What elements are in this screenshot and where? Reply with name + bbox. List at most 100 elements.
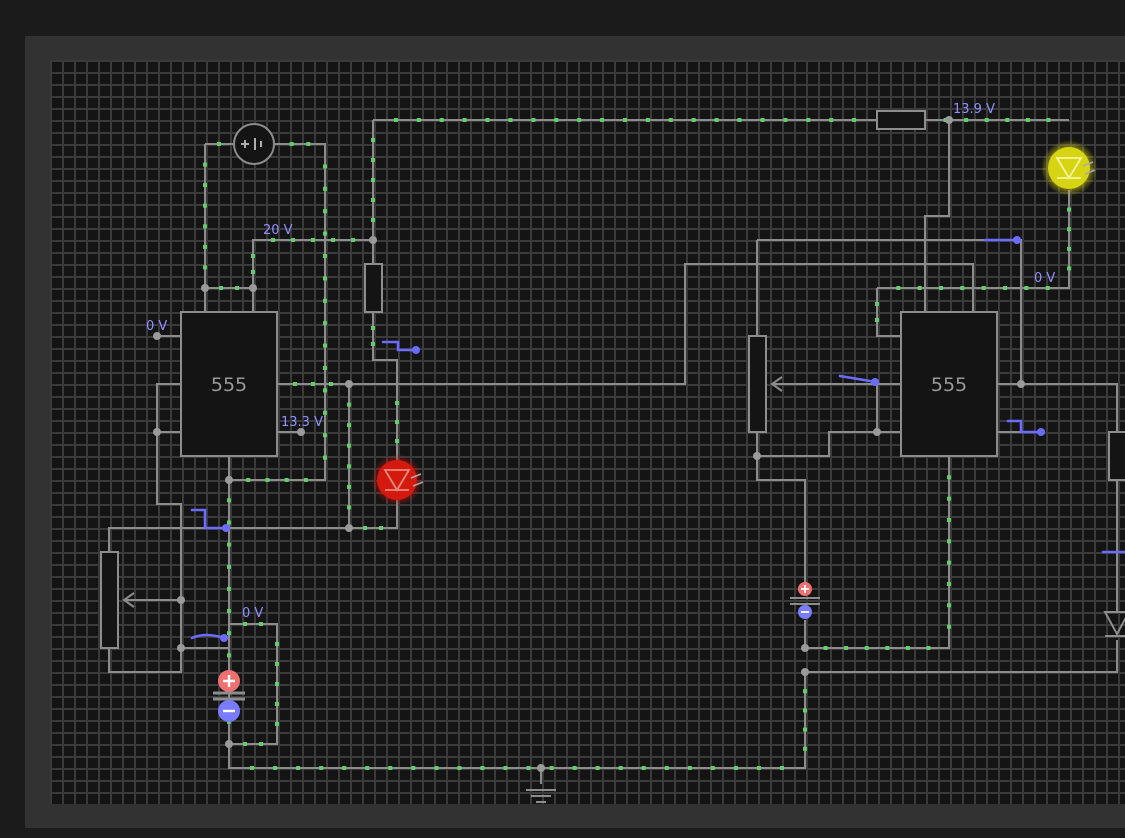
current-dot	[395, 420, 399, 424]
current-dot	[1005, 118, 1010, 122]
current-dot	[549, 766, 554, 770]
current-dot	[531, 118, 536, 122]
current-dot	[271, 238, 275, 242]
voltage-label-top-right: 13.9 V	[953, 102, 995, 117]
current-dot	[733, 766, 738, 770]
capacitor-right[interactable]	[790, 582, 820, 619]
current-dot	[347, 464, 351, 469]
current-dot	[572, 766, 577, 770]
current-dot	[803, 746, 807, 751]
current-dot	[668, 118, 673, 122]
current-dot	[323, 388, 327, 393]
current-dot	[203, 203, 207, 208]
current-dot	[323, 164, 327, 169]
resistor-left[interactable]	[364, 263, 383, 313]
current-dot	[756, 766, 761, 770]
current-dot	[323, 433, 327, 438]
current-dot	[347, 484, 351, 489]
current-dot	[365, 766, 370, 770]
current-dot	[203, 265, 207, 270]
switch-2[interactable]	[190, 508, 228, 530]
current-dot	[323, 186, 327, 191]
current-dot	[1025, 118, 1030, 122]
potentiometer-left[interactable]	[100, 551, 135, 649]
switch-6[interactable]	[1006, 419, 1043, 434]
current-dot	[554, 118, 559, 122]
current-dot	[251, 254, 255, 258]
voltage-label-right-mid: 0 V	[1034, 271, 1055, 286]
chip-555-right[interactable]: 555	[900, 311, 998, 457]
current-dot	[503, 766, 508, 770]
current-dot	[289, 142, 294, 146]
current-dot	[939, 286, 943, 290]
current-dot	[371, 342, 375, 346]
current-dot	[896, 286, 901, 290]
current-dot	[947, 518, 951, 522]
current-dot	[203, 244, 207, 249]
current-dot	[393, 118, 398, 122]
current-dot	[1067, 207, 1071, 212]
switch-1[interactable]	[381, 340, 418, 352]
current-dot	[296, 766, 301, 770]
resistors[interactable]	[364, 110, 1125, 481]
current-dot	[618, 766, 623, 770]
current-dot	[319, 766, 324, 770]
current-dot	[829, 118, 834, 122]
led-yellow[interactable]	[1041, 140, 1097, 196]
current-dot	[577, 118, 582, 122]
current-dot	[342, 766, 347, 770]
resistor-right[interactable]	[1108, 431, 1125, 481]
current-dot	[323, 455, 327, 460]
current-dot	[947, 603, 951, 608]
current-dot	[526, 766, 531, 770]
current-dot	[1046, 118, 1051, 122]
current-dot	[823, 646, 828, 650]
current-dot	[323, 254, 327, 258]
current-dot	[664, 766, 669, 770]
current-dot	[227, 631, 231, 636]
switch-contacts	[220, 236, 1045, 642]
current-dot	[371, 178, 375, 182]
current-dot	[371, 158, 375, 162]
current-dot	[303, 478, 308, 482]
chip-label-right: 555	[931, 374, 967, 396]
current-dot	[905, 646, 910, 650]
switches[interactable]	[190, 238, 1125, 640]
chip-555-left[interactable]: 555	[180, 311, 278, 457]
potentiometer-right[interactable]	[748, 335, 877, 433]
current-dot	[947, 582, 951, 586]
current-dot	[323, 410, 327, 415]
led-partial-right[interactable]	[1103, 611, 1125, 637]
capacitor-left[interactable]	[213, 670, 245, 722]
current-dot	[783, 118, 788, 122]
ground-icon	[526, 789, 556, 803]
current-dot	[600, 118, 605, 122]
current-dot	[227, 586, 231, 591]
current-dot	[984, 118, 989, 122]
current-dot	[960, 286, 965, 290]
current-dot	[714, 118, 719, 122]
current-dot	[311, 382, 315, 386]
current-dot	[508, 118, 513, 122]
voltage-label-left-pin: 0 V	[146, 319, 167, 334]
resistor-top[interactable]	[876, 110, 926, 130]
current-dot	[217, 142, 221, 146]
battery[interactable]	[233, 123, 275, 165]
switch-3[interactable]	[190, 633, 226, 640]
current-dot	[462, 118, 467, 122]
current-dot	[227, 520, 231, 525]
current-dot	[480, 766, 485, 770]
current-dot	[645, 118, 650, 122]
current-dot	[331, 238, 335, 242]
current-dot	[885, 646, 890, 650]
current-dot	[623, 118, 627, 122]
current-dot	[864, 646, 869, 650]
current-dot	[457, 766, 462, 770]
current-dot	[737, 118, 742, 122]
current-dot	[291, 238, 295, 242]
current-dot	[803, 708, 807, 713]
led-red[interactable]	[371, 454, 424, 506]
current-dot	[323, 366, 327, 370]
switch-4[interactable]	[838, 374, 878, 384]
